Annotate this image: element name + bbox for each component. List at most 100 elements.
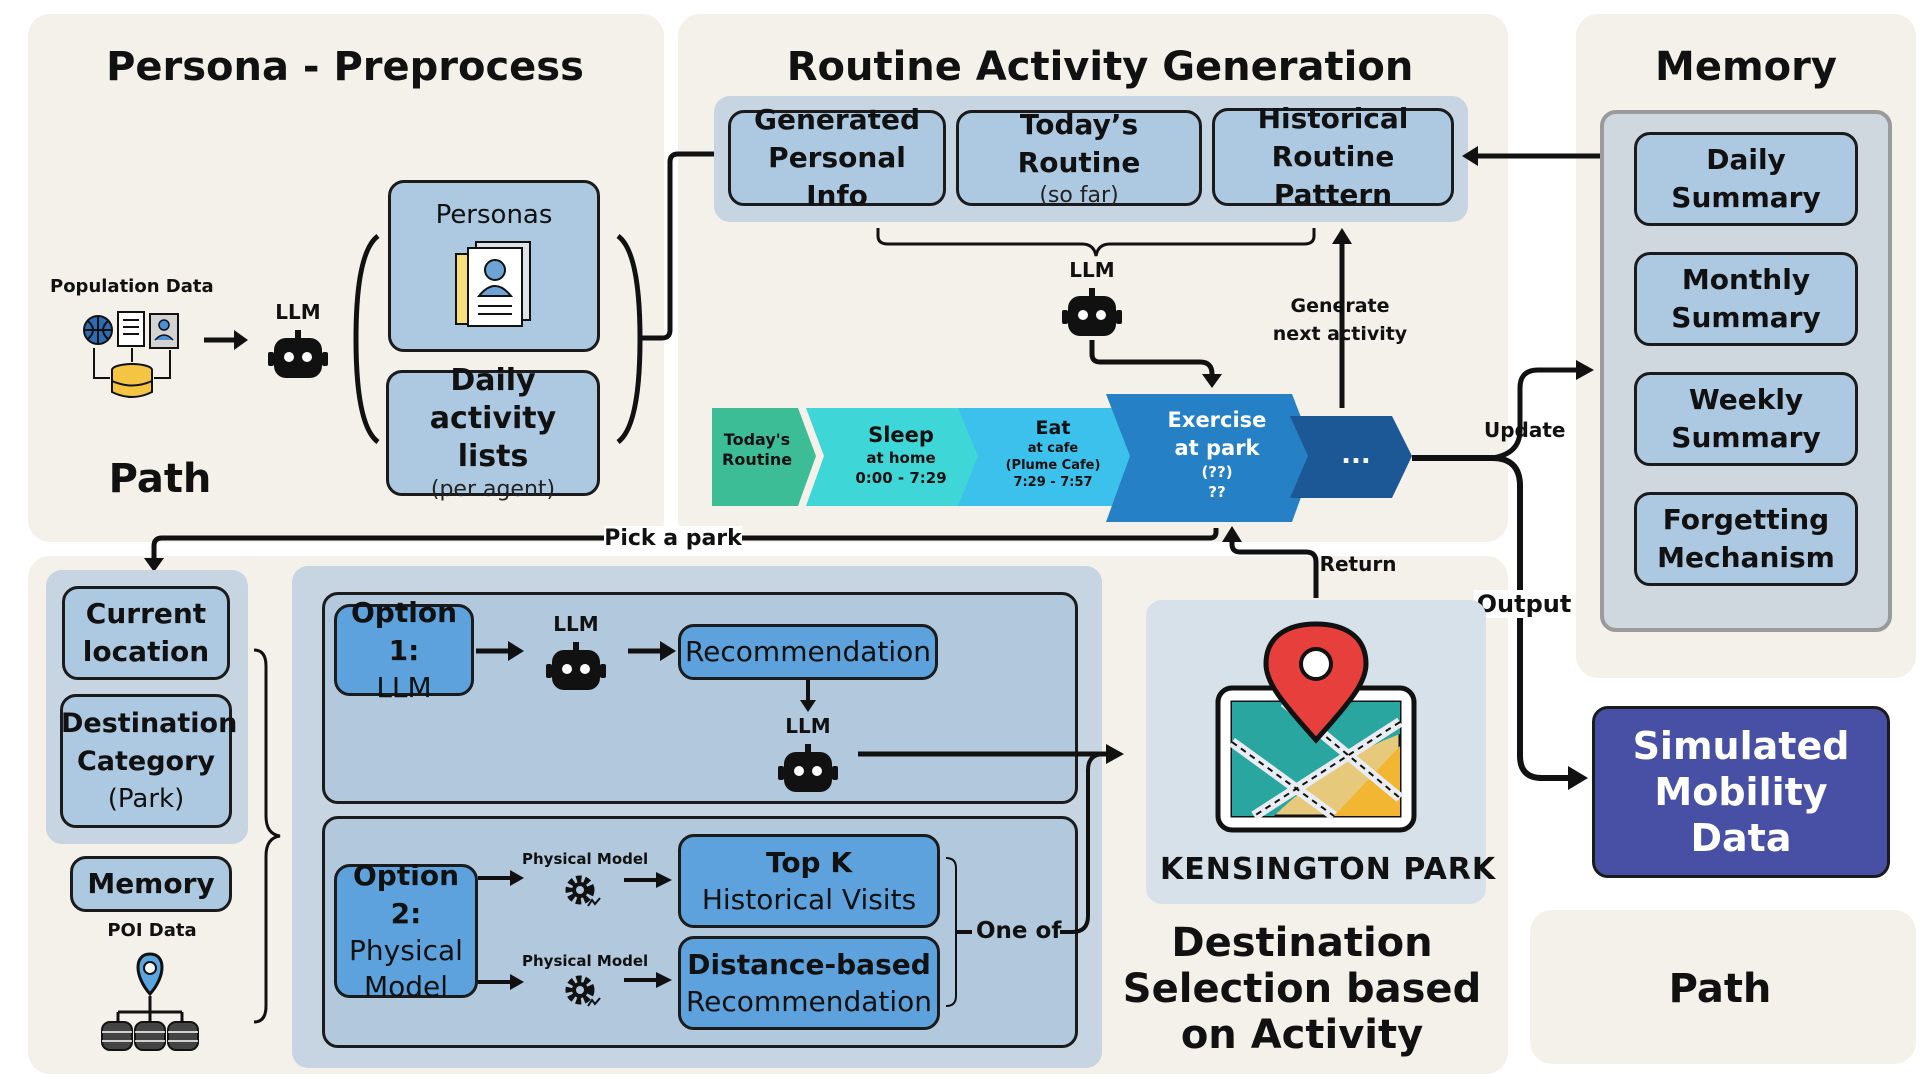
destination-category-title: Destination Category bbox=[61, 708, 238, 777]
brace-routine-inputs bbox=[876, 228, 1316, 257]
option1-llm-label: LLM bbox=[553, 612, 599, 636]
output-path-label: Path bbox=[1668, 966, 1772, 1012]
routine-title: Routine Activity Generation bbox=[786, 44, 1414, 90]
timeline-eat-detail3: 7:29 - 7:57 bbox=[1013, 475, 1093, 490]
one-of-label: One of bbox=[976, 918, 1062, 944]
memory-input-box: Memory bbox=[70, 856, 232, 912]
option2-title: Option 2: bbox=[353, 859, 459, 930]
robot-icon bbox=[1062, 288, 1122, 336]
option1-sub: LLM bbox=[376, 671, 432, 704]
timeline-exercise-detail1: at park bbox=[1174, 436, 1260, 460]
pick-a-park-label: Pick a park bbox=[604, 526, 742, 551]
destination-caption: Destination Selection based on Activity bbox=[1122, 920, 1482, 1058]
timeline-exercise-detail2: (??) bbox=[1201, 463, 1233, 481]
generate-next-label: Generate next activity bbox=[1272, 295, 1408, 345]
input-historical-pattern-label: Historical Routine Pattern bbox=[1257, 102, 1409, 211]
distance-title: Distance-based bbox=[687, 948, 931, 981]
population-data-icon bbox=[83, 311, 179, 398]
arrow-option1-to-llm bbox=[476, 641, 524, 661]
topk-box: Top K Historical Visits bbox=[678, 834, 940, 928]
physical-model-label-1: Physical Model bbox=[522, 850, 649, 868]
destination-category-sub: (Park) bbox=[107, 784, 185, 814]
topk-title: Top K bbox=[765, 846, 853, 879]
bracket-one-of bbox=[945, 857, 972, 1007]
personas-icon bbox=[455, 241, 531, 327]
input-todays-routine: Today’s Routine (so far) bbox=[956, 108, 1202, 208]
gear-icon bbox=[565, 975, 601, 1007]
distance-sub: Recommendation bbox=[685, 985, 933, 1018]
memory-input-label: Memory bbox=[87, 867, 215, 900]
input-todays-routine-label: Today’s Routine bbox=[1017, 108, 1141, 179]
arrows-options-to-park bbox=[858, 744, 1124, 934]
output-label: Output bbox=[1474, 590, 1574, 618]
timeline-sleep-detail1: at home bbox=[866, 449, 936, 467]
llm-label-routine: LLM bbox=[1069, 258, 1115, 282]
poi-database-icon bbox=[101, 952, 199, 1051]
memory-forgetting: Forgetting Mechanism bbox=[1634, 492, 1858, 586]
arrow-timeline-to-memory-output bbox=[1412, 360, 1594, 790]
persona-path-label: Path bbox=[108, 456, 212, 502]
arrow-llm-to-recommendation bbox=[628, 641, 676, 661]
poi-data-label: POI Data bbox=[107, 920, 197, 941]
arrow-memory-to-historical bbox=[1462, 146, 1604, 166]
arrow-recommendation-to-llm bbox=[800, 680, 816, 712]
llm-label-persona: LLM bbox=[275, 300, 321, 324]
current-location-box: Current location bbox=[62, 586, 230, 680]
memory-daily-summary-label: Daily Summary bbox=[1671, 143, 1821, 214]
personas-label: Personas bbox=[435, 200, 553, 230]
brace-destination-inputs bbox=[253, 648, 281, 1024]
output-path-panel bbox=[1530, 910, 1916, 1064]
distance-box: Distance-based Recommendation bbox=[678, 936, 940, 1030]
return-label: Return bbox=[1319, 552, 1397, 576]
daily-activity-sub: (per agent) bbox=[430, 477, 556, 502]
option2-sub: Physical Model bbox=[349, 934, 463, 1003]
memory-forgetting-label: Forgetting Mechanism bbox=[1657, 503, 1835, 574]
timeline-more-label: ... bbox=[1341, 440, 1371, 470]
recommendation-label: Recommendation bbox=[684, 635, 932, 668]
arrow-llm-to-exercise bbox=[1089, 340, 1222, 388]
robot-icon bbox=[268, 330, 328, 378]
input-historical-pattern: Historical Routine Pattern bbox=[1212, 102, 1454, 211]
timeline-today-label: Today's Routine bbox=[712, 430, 802, 470]
timeline-eat: Eat at cafe (Plume Cafe) 7:29 - 7:57 bbox=[978, 416, 1128, 491]
input-todays-routine-sub: (so far) bbox=[1039, 183, 1119, 208]
destination-category-box: Destination Category (Park) bbox=[60, 694, 238, 828]
memory-title: Memory bbox=[1655, 44, 1837, 90]
memory-monthly-summary: Monthly Summary bbox=[1634, 252, 1858, 346]
memory-daily-summary: Daily Summary bbox=[1634, 132, 1858, 226]
simulated-mobility-label: Simulated Mobility Data bbox=[1632, 724, 1850, 860]
timeline-sleep-detail2: 0:00 - 7:29 bbox=[855, 469, 947, 487]
timeline-exercise: Exercise at park (??) ?? bbox=[1132, 406, 1302, 502]
simulated-mobility-data: Simulated Mobility Data bbox=[1592, 706, 1890, 878]
current-location-label: Current location bbox=[82, 597, 210, 668]
recommendation-box: Recommendation bbox=[678, 624, 938, 680]
gear-icon bbox=[565, 875, 601, 907]
timeline-eat-detail2: (Plume Cafe) bbox=[1005, 458, 1101, 473]
timeline-sleep-title: Sleep bbox=[868, 423, 934, 447]
robot-icon bbox=[546, 642, 606, 690]
persona-title: Persona - Preprocess bbox=[106, 44, 584, 90]
arrow-population-to-llm bbox=[204, 330, 248, 350]
option1-llm2-label: LLM bbox=[785, 714, 831, 738]
timeline-exercise-title: Exercise bbox=[1167, 408, 1267, 432]
timeline-exercise-detail3: ?? bbox=[1208, 483, 1226, 501]
timeline-sleep: Sleep at home 0:00 - 7:29 bbox=[826, 422, 976, 488]
arrow-generate-next bbox=[1332, 228, 1352, 408]
timeline-eat-detail1: at cafe bbox=[1027, 441, 1079, 456]
input-personal-info: Generated Personal Info bbox=[728, 103, 946, 212]
population-data-label: Population Data bbox=[50, 276, 214, 297]
robot-icon bbox=[778, 744, 838, 792]
arrows-option2-physical bbox=[478, 870, 672, 990]
timeline-today-title: Today's Routine bbox=[722, 430, 793, 469]
park-name-label: KENSINGTON PARK bbox=[1160, 852, 1497, 887]
memory-monthly-summary-label: Monthly Summary bbox=[1671, 263, 1821, 334]
bracket-left bbox=[353, 233, 380, 445]
timeline-eat-title: Eat bbox=[1035, 417, 1071, 439]
update-label: Update bbox=[1484, 418, 1566, 442]
topk-sub: Historical Visits bbox=[701, 883, 917, 916]
arrow-return bbox=[1222, 526, 1319, 598]
memory-weekly-summary: Weekly Summary bbox=[1634, 372, 1858, 466]
option1-title: Option 1: bbox=[351, 596, 457, 667]
timeline-more: ... bbox=[1306, 440, 1406, 470]
memory-weekly-summary-label: Weekly Summary bbox=[1671, 383, 1821, 454]
